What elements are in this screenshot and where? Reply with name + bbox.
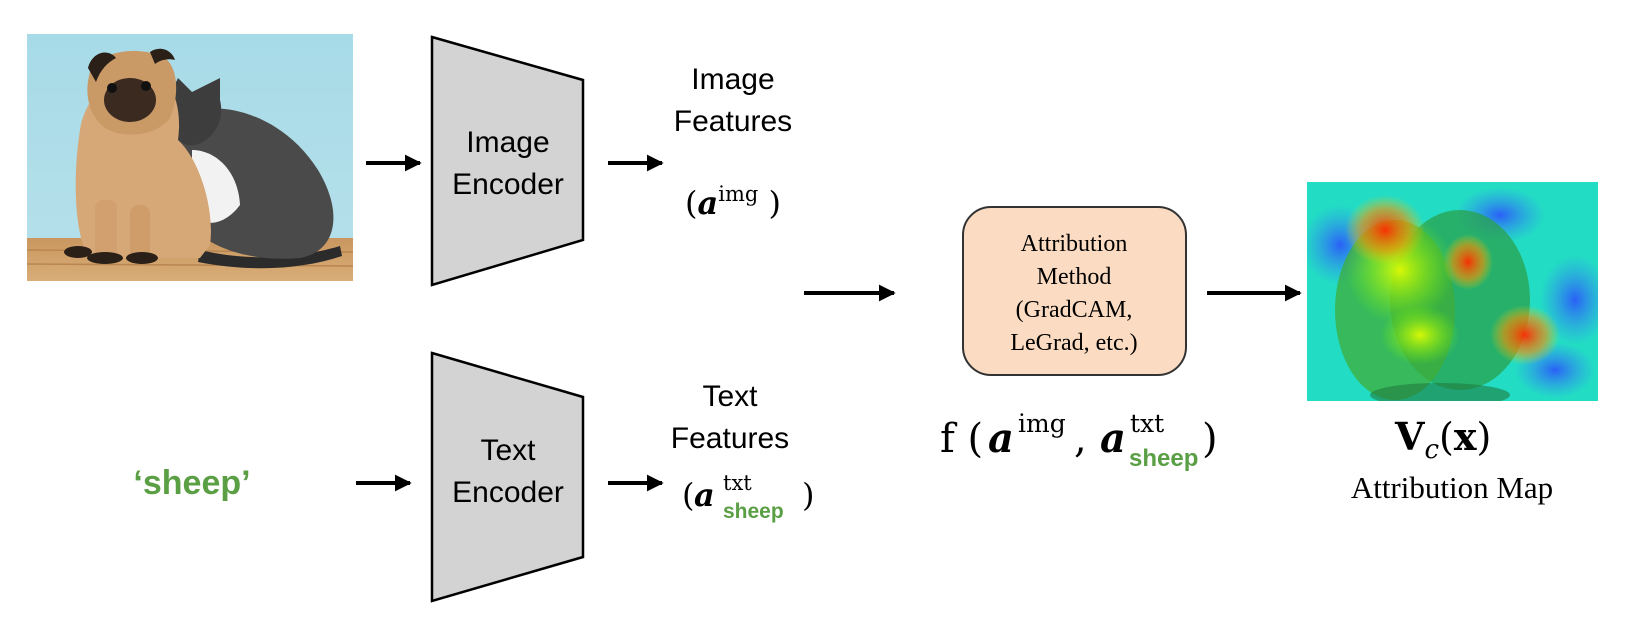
text-features-sup: txt <box>723 471 752 495</box>
attribution-method-line2: Method <box>1037 264 1112 290</box>
attribution-method-line4: LeGrad, etc.) <box>1010 330 1137 356</box>
attribution-method-box: Attribution Method (GradCAM, LeGrad, etc… <box>962 206 1187 376</box>
image-encoder-label-line2: Encoder <box>452 168 564 201</box>
attribution-method-line1: Attribution <box>1021 231 1128 257</box>
attribution-map-label: Attribution Map <box>1351 470 1553 505</box>
text-features-label-line1: Text <box>702 380 758 413</box>
attribution-map-symbol: Vc(x) <box>1394 414 1491 465</box>
attribution-map-caption: Vc(x) Attribution Map <box>1351 414 1553 505</box>
image-encoder: Image Encoder <box>430 35 585 287</box>
formula-sup1: img <box>1018 409 1066 438</box>
text-encoder-label-line1: Text <box>480 434 536 467</box>
formula-sym1: a <box>988 415 1014 462</box>
text-features-symbol: a <box>694 476 715 514</box>
text-features: Text Features ( a txt sheep ) <box>671 380 815 523</box>
image-features-label-line1: Image <box>691 63 774 96</box>
image-features-symbol: (aimg ) <box>685 182 781 222</box>
formula-comma: , <box>1074 416 1087 462</box>
text-features-symbol-paren-open: ( <box>682 476 694 514</box>
text-features-sub: sheep <box>723 500 784 523</box>
image-encoder-label-line1: Image <box>466 126 549 159</box>
input-photo-dog-cat <box>27 34 353 281</box>
text-encoder: Text Encoder <box>430 351 585 603</box>
formula-func: f ( <box>940 416 983 462</box>
text-prompt-sheep: ‘sheep’ <box>133 464 250 502</box>
text-features-symbol-paren-close: ) <box>802 476 814 514</box>
formula-paren-close: ) <box>1202 416 1218 462</box>
image-features-label-line2: Features <box>674 105 792 138</box>
formula-sym2: a <box>1100 415 1126 462</box>
attribution-map-heatmap <box>1307 182 1598 401</box>
image-features: Image Features (aimg ) <box>674 63 792 222</box>
text-encoder-label-line2: Encoder <box>452 476 564 509</box>
text-features-label-line2: Features <box>671 422 789 455</box>
attribution-method-line3: (GradCAM, <box>1016 297 1133 323</box>
formula-sup2: txt <box>1130 409 1164 438</box>
attribution-formula: f ( a img , a txt sheep ) <box>940 409 1218 472</box>
formula-sub2: sheep <box>1129 445 1198 472</box>
